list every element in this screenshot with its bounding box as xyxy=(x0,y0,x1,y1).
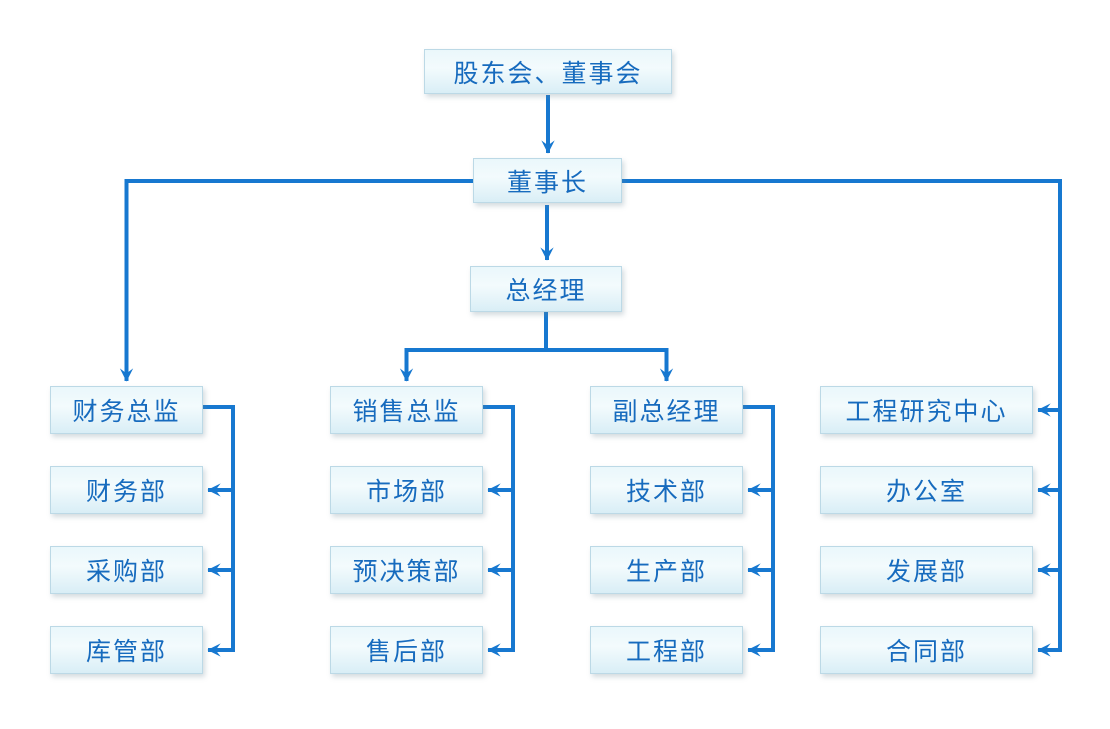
node-engineering-dept: 工程部 xyxy=(590,626,743,674)
node-budget-decision-dept: 预决策部 xyxy=(330,546,483,594)
node-shareholders-board: 股东会、董事会 xyxy=(424,49,672,94)
node-development-dept: 发展部 xyxy=(820,546,1033,594)
node-warehouse-dept: 库管部 xyxy=(50,626,203,674)
node-deputy-general-manager: 副总经理 xyxy=(590,386,743,434)
edge-chairman-col4-trunk xyxy=(622,179,1062,657)
node-office: 办公室 xyxy=(820,466,1033,514)
node-chairman: 董事长 xyxy=(473,158,622,203)
edge-col2-trunk xyxy=(483,405,515,657)
node-sales-director: 销售总监 xyxy=(330,386,483,434)
edge-chairman-col1 xyxy=(119,179,473,382)
node-technology-dept: 技术部 xyxy=(590,466,743,514)
edge-col1-trunk xyxy=(203,405,235,657)
node-market-dept: 市场部 xyxy=(330,466,483,514)
node-purchasing-dept: 采购部 xyxy=(50,546,203,594)
node-finance-director: 财务总监 xyxy=(50,386,203,434)
node-aftersales-dept: 售后部 xyxy=(330,626,483,674)
node-contract-dept: 合同部 xyxy=(820,626,1033,674)
node-production-dept: 生产部 xyxy=(590,546,743,594)
node-finance-dept: 财务部 xyxy=(50,466,203,514)
node-general-manager: 总经理 xyxy=(470,266,622,312)
edge-gm-split-bar xyxy=(404,312,669,352)
edge-col3-trunk xyxy=(743,405,775,657)
node-engineering-research-center: 工程研究中心 xyxy=(820,386,1033,434)
